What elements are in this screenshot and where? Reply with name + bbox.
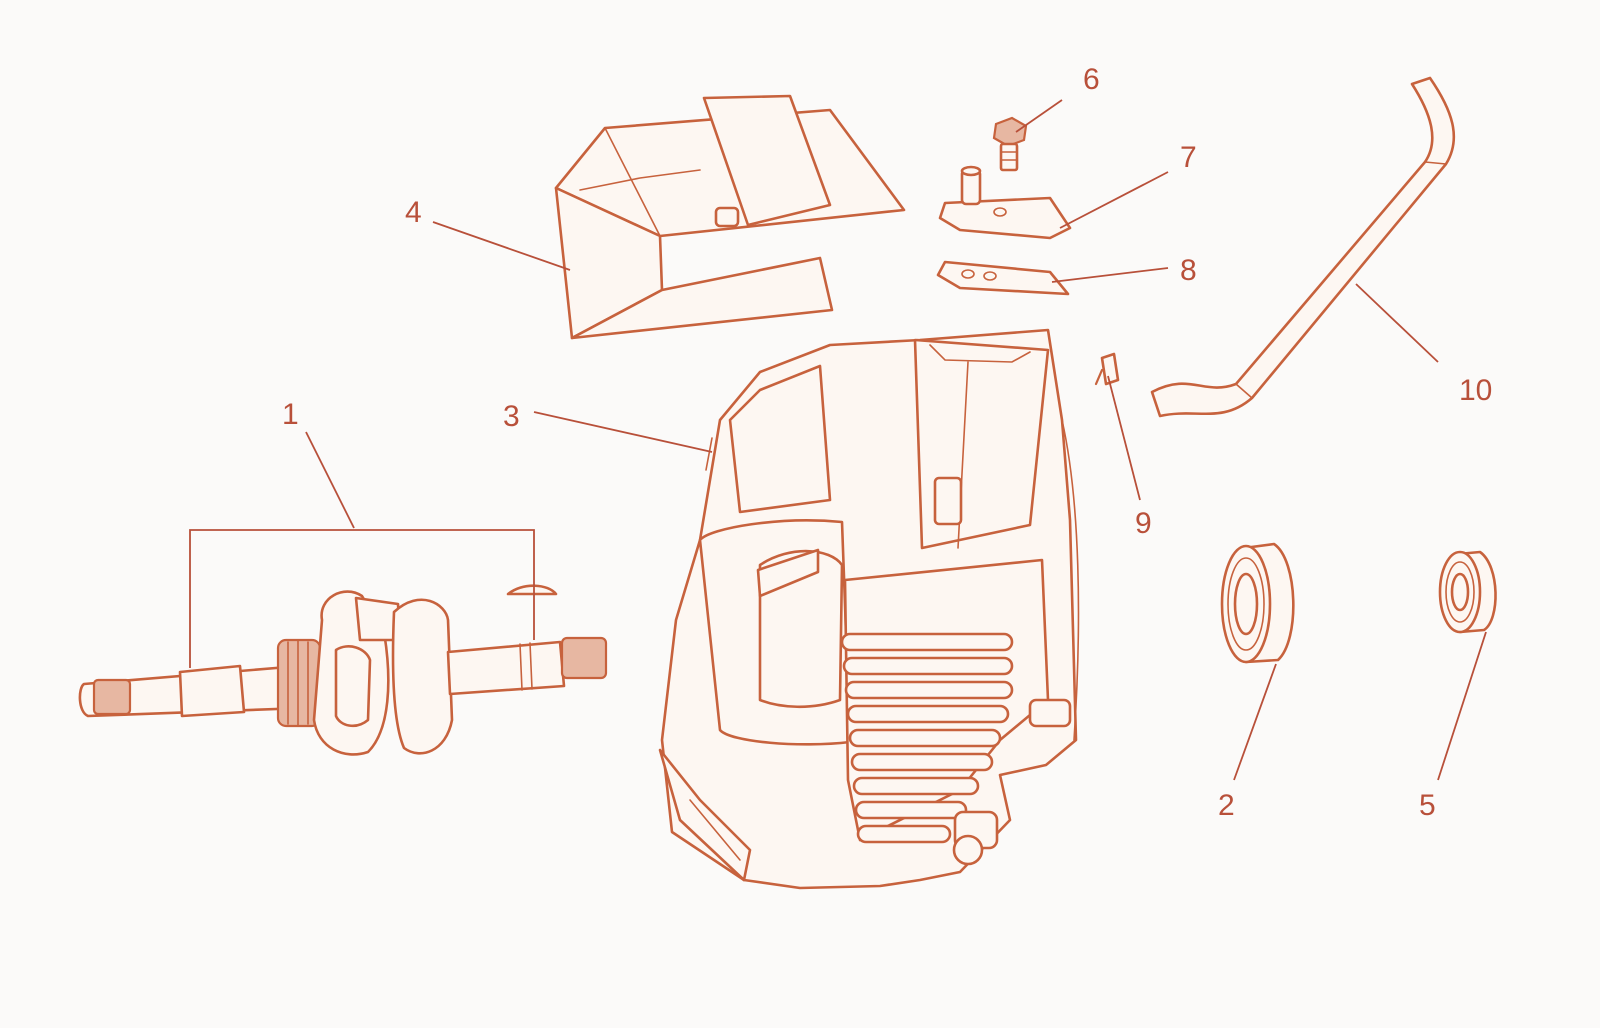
callout-8: 8	[1180, 254, 1197, 287]
part-8-gasket	[936, 260, 1070, 296]
part-7-bracket	[938, 165, 1072, 240]
callout-1: 1	[282, 398, 299, 431]
callout-7: 7	[1180, 141, 1197, 174]
callout-5: 5	[1419, 789, 1436, 822]
callout-10: 10	[1459, 374, 1492, 407]
part-1-crankshaft	[78, 584, 608, 756]
leader-lines	[189, 99, 1487, 781]
callout-4: 4	[405, 196, 422, 229]
part-6-bolt	[992, 116, 1028, 172]
part-3-crankcase	[658, 328, 1080, 890]
callout-6: 6	[1083, 63, 1100, 96]
callout-3: 3	[503, 400, 520, 433]
part-4-cover	[554, 94, 906, 340]
part-5-oil-seal	[1438, 550, 1497, 634]
part-10-hose	[1150, 76, 1456, 418]
part-9-clip	[1094, 352, 1120, 386]
callout-labels: 1 2 3 4 5 6 7 8 9 10	[282, 63, 1492, 822]
part-2-bearing	[1220, 542, 1295, 664]
callout-2: 2	[1218, 789, 1235, 822]
callout-9: 9	[1135, 507, 1152, 540]
crankcase-cooling-fins	[840, 632, 1014, 844]
